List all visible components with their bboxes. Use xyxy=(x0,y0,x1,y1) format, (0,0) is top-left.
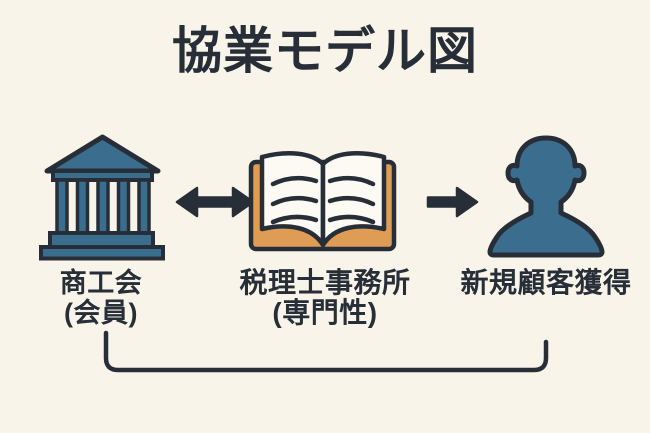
node-sublabel: (会員) xyxy=(64,298,138,328)
node-sublabel: (専門性) xyxy=(272,297,378,328)
diagram-title: 協業モデル図 xyxy=(172,23,478,79)
label-chamber-of-commerce: 商工会 (会員) xyxy=(6,268,196,328)
bank-building-icon xyxy=(39,134,165,261)
bottom-connector-bracket xyxy=(103,330,549,373)
person-icon xyxy=(487,135,605,258)
open-book-icon xyxy=(248,151,397,252)
node-label: 税理士事務所 xyxy=(239,267,411,298)
node-label: 商工会 xyxy=(59,268,143,298)
double-headed-arrow xyxy=(175,186,255,218)
label-tax-accountant-office: 税理士事務所 (専門性) xyxy=(215,268,435,328)
right-arrow xyxy=(426,186,479,218)
label-new-customer-acquisition: 新規顧客獲得 xyxy=(436,268,650,298)
node-label: 新規顧客獲得 xyxy=(460,267,632,298)
